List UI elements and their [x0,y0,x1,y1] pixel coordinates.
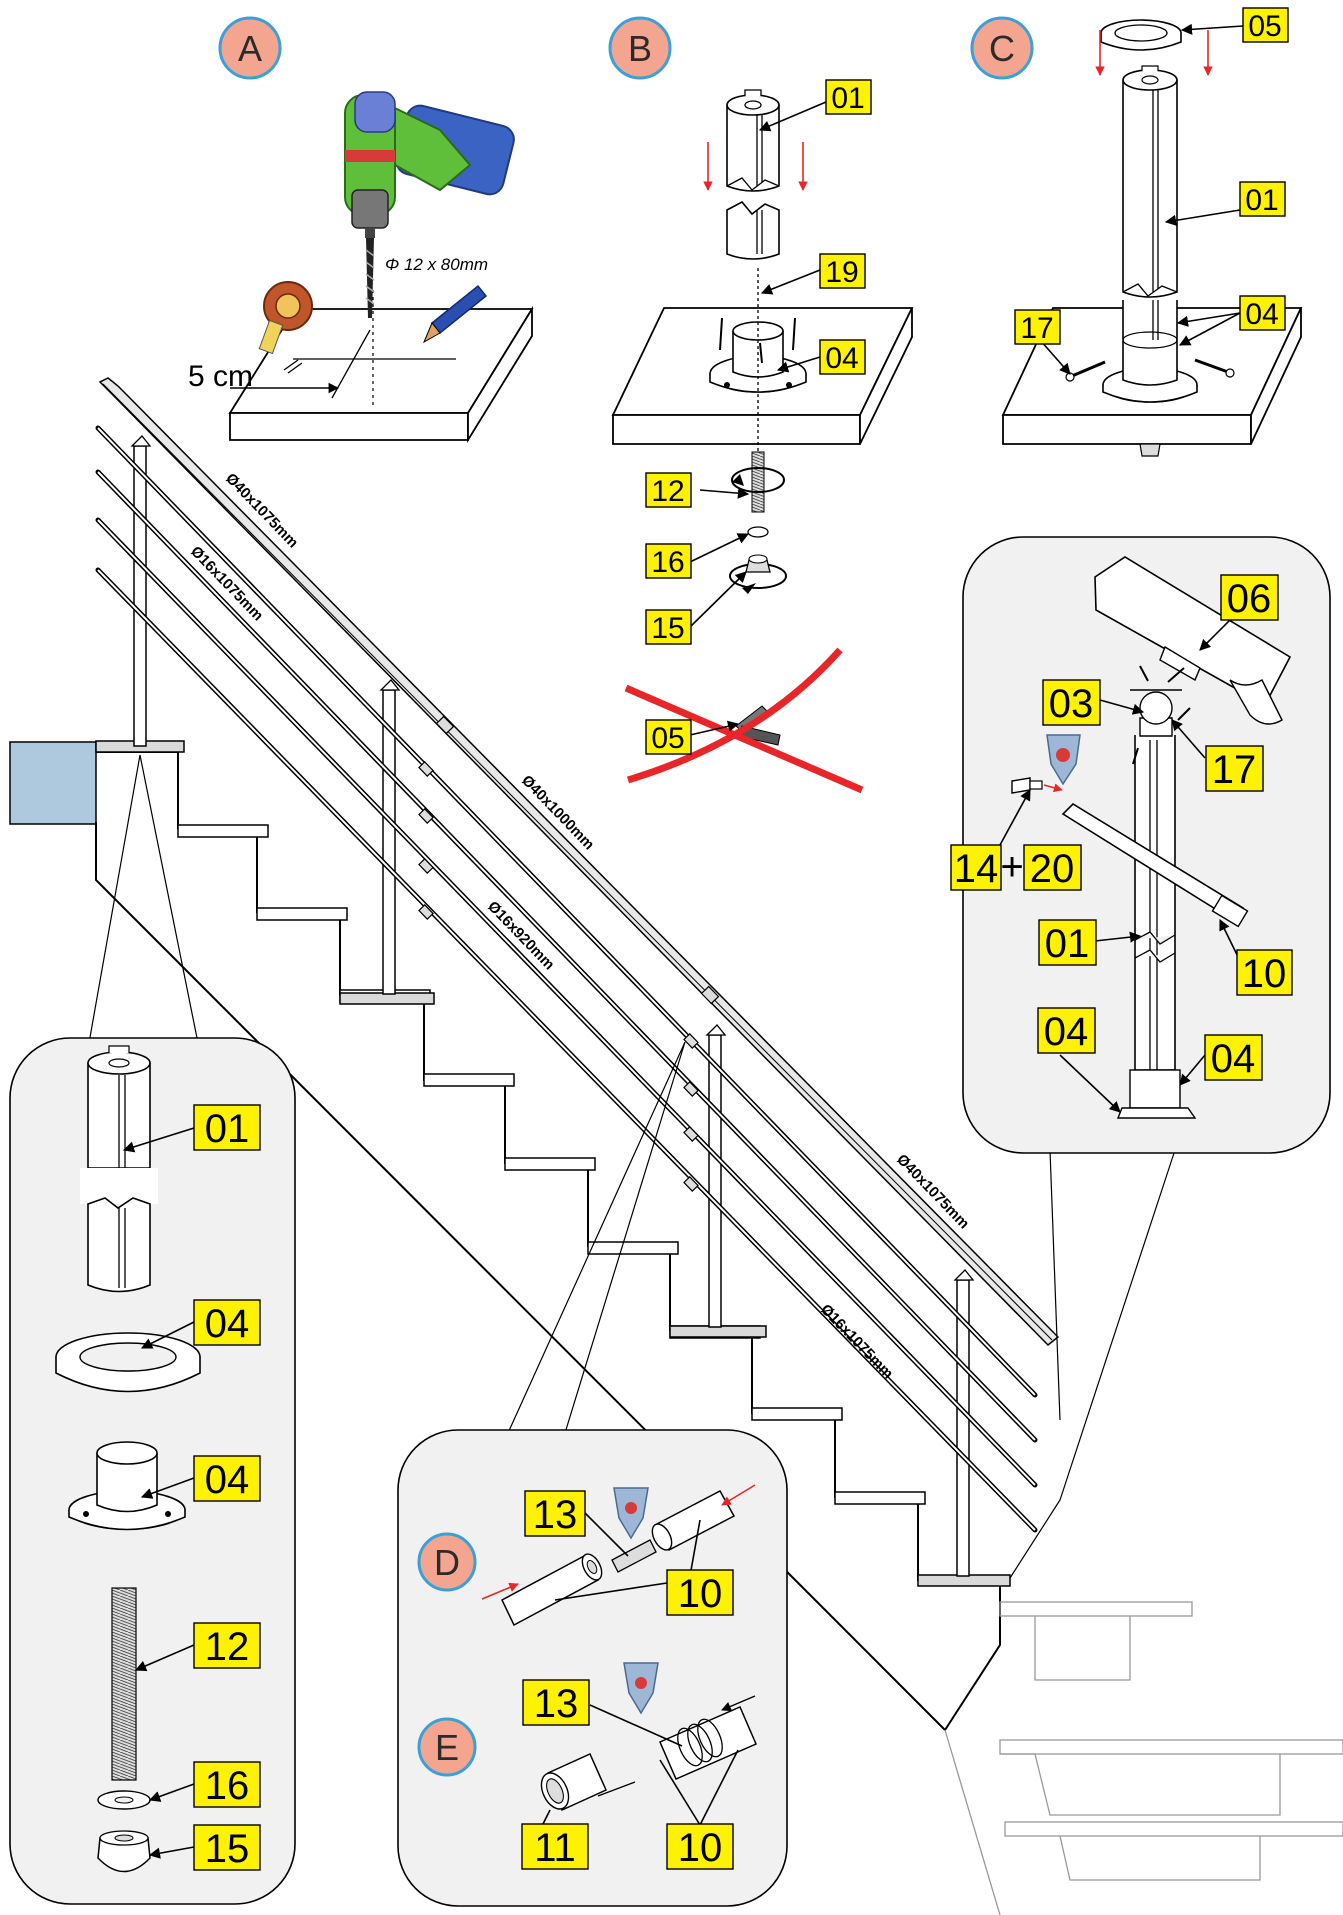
glue-tube-icon [623,1662,659,1715]
dim-bar-right: Ø16x1075mm [817,1301,896,1382]
glue-tube-icon [1046,734,1081,786]
tag-10-d: 10 [678,1572,723,1616]
drill-icon [344,91,515,318]
step-badge-c: C [970,16,1034,80]
svg-text:A: A [238,28,262,69]
tag-04: 04 [825,342,858,375]
floor-wall [9,741,97,825]
post-1 [133,445,147,747]
tag-13-e: 13 [534,1682,579,1726]
tag-04-b: 04 [1211,1037,1256,1081]
tag-16: 16 [205,1764,250,1808]
tag-12: 12 [651,475,684,508]
dim-bar-left: Ø16x1075mm [187,543,266,624]
tag-04-base: 04 [205,1458,250,1502]
tag-11-e: 11 [534,1826,576,1870]
drill-size-label: Φ 12 x 80mm [385,255,488,274]
tag-15: 15 [651,612,684,645]
tag-10: 10 [1242,952,1287,996]
tag-01: 01 [1045,922,1090,966]
tag-13-d: 13 [533,1493,578,1537]
tag-05-prohibited: 05 [651,722,684,755]
tag-01: 01 [1245,184,1278,217]
detail-post-base: 01 04 04 12 16 15 [9,754,296,1905]
tape-measure-icon [258,281,313,355]
next-flight [944,1601,1343,1915]
step-a-drilling: 5 cm Φ 12 x 80mm [188,91,534,444]
step-badges: A B C [218,16,1034,80]
stair-stringer [96,751,1001,1731]
step-c-post-setting [1001,19,1303,457]
tag-15: 15 [205,1827,250,1871]
tag-05: 05 [1248,10,1281,43]
svg-text:C: C [989,28,1015,69]
detail-handrail-bracket: 06 03 17 14 + 20 01 10 04 04 [950,536,1331,1579]
tag-16: 16 [651,546,684,579]
post-3 [708,1034,722,1328]
tag-14: 14 [954,847,999,891]
tag-06: 06 [1227,577,1272,621]
step-badge-d: D [434,1542,460,1583]
handrail [98,377,1060,1347]
detail-bar-joints: D E 13 10 [397,1041,788,1907]
tag-03: 03 [1049,682,1094,726]
tag-01: 01 [205,1107,250,1151]
step-badge-e: E [435,1727,459,1768]
tag-12: 12 [205,1625,250,1669]
pencil-icon [422,284,488,344]
tag-19: 19 [825,256,858,289]
tag-17: 17 [1020,312,1053,345]
tag-20: 20 [1030,847,1075,891]
step-c-tags: 05 01 17 04 [1014,7,1289,375]
step-badge-b: B [608,16,672,80]
prohibited-insert [624,647,864,794]
offset-label: 5 cm [188,360,253,393]
tag-17: 17 [1212,748,1257,792]
step-b-base-mounting [611,89,914,794]
step-b-tags: 01 19 04 12 16 15 05 [645,79,872,755]
tag-04: 04 [1245,298,1278,331]
tag-04-a: 04 [1044,1010,1089,1054]
plus-sign: + [1000,845,1023,889]
tag-01: 01 [831,82,864,115]
tag-10-e: 10 [678,1826,723,1870]
step-badge-a: A [218,16,282,80]
tag-04-ring: 04 [205,1302,250,1346]
glue-tube-icon [613,1487,649,1540]
svg-text:B: B [628,28,652,69]
